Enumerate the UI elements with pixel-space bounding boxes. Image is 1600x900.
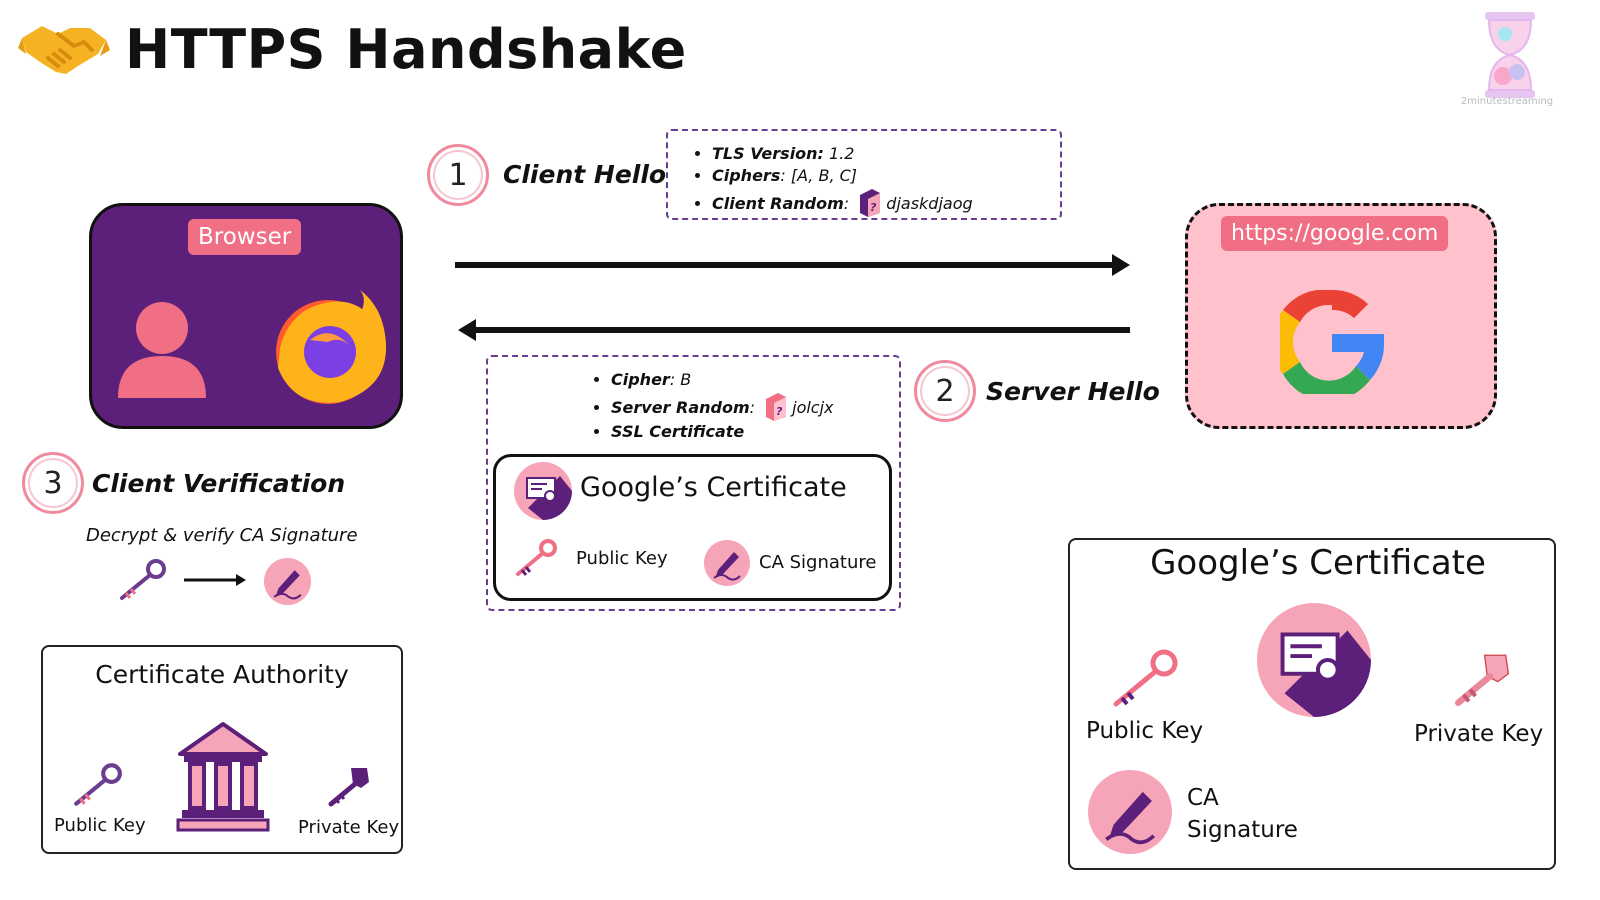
ciphers-key: Ciphers: [712, 166, 781, 185]
pen-signature-icon: [1088, 770, 1172, 854]
server-cert-title: Google’s Certificate: [580, 472, 847, 503]
ciphers-value: : [A, B, C]: [780, 166, 858, 185]
server-label: https://google.com: [1221, 216, 1449, 251]
private-key-icon: [1454, 654, 1510, 707]
certificate-icon: [514, 462, 572, 520]
key-icon: [516, 539, 557, 576]
client-hello-box: TLS Version: 1.2 Ciphers: [A, B, C] Clie…: [666, 129, 1062, 220]
tls-version-key: TLS Version:: [712, 144, 824, 163]
ca-title: Certificate Authority: [95, 660, 349, 689]
client-random-value: djaskdjaog: [886, 194, 973, 213]
hourglass-logo-icon: [1485, 12, 1535, 98]
gc-ca-line2: Signature: [1187, 817, 1298, 843]
key-icon: [1113, 649, 1178, 707]
ca-private-key: Private Key: [298, 817, 400, 838]
server-random-value: jolcjx: [792, 398, 834, 417]
gc-private-key: Private Key: [1414, 721, 1544, 747]
ca-public-key: Public Key: [54, 815, 146, 836]
gc-public-key: Public Key: [1086, 718, 1204, 744]
svg-text:?: ?: [776, 405, 783, 418]
server-cert-ca-signature: CA Signature: [759, 552, 877, 573]
private-key-icon: [328, 768, 369, 807]
pen-signature-icon: [704, 540, 750, 586]
key-icon: [74, 763, 122, 806]
gc-ca-line1: CA: [1187, 785, 1219, 811]
client-random-sep: :: [843, 194, 850, 213]
user-icon: [118, 302, 206, 398]
pen-signature-icon: [264, 558, 311, 605]
step-2-label: Server Hello: [986, 377, 1160, 406]
verification-caption: Decrypt & verify CA Signature: [86, 525, 358, 546]
cipher-key: Cipher: [611, 370, 670, 389]
arrow-right-icon: [184, 574, 246, 586]
server-random-key: Server Random: [611, 398, 750, 417]
svg-text:?: ?: [870, 201, 877, 214]
google-g-icon: [1280, 290, 1384, 394]
random-box-icon: ?: [860, 189, 881, 217]
server-cert-public-key: Public Key: [576, 548, 668, 569]
cipher-value: : B: [669, 370, 692, 389]
gc-title: Google’s Certificate: [1150, 543, 1486, 583]
page-title: HTTPS Handshake: [125, 18, 687, 81]
step-1-label: Client Hello: [503, 160, 667, 189]
logo-text: 2minutestreaming: [1460, 96, 1554, 107]
random-box-icon: ?: [766, 393, 787, 421]
browser-label: Browser: [188, 219, 302, 255]
certificate-icon: [1257, 603, 1371, 717]
bank-icon: [176, 722, 270, 832]
step-2-circle: 2: [914, 360, 976, 422]
tls-version-value: 1.2: [823, 144, 855, 163]
step-1-circle: 1: [427, 144, 489, 206]
ssl-certificate-key: SSL Certificate: [611, 422, 745, 441]
firefox-icon: [276, 290, 387, 404]
handshake-icon: [18, 26, 110, 74]
server-random-sep: :: [749, 398, 756, 417]
client-random-key: Client Random: [712, 194, 844, 213]
handshake-arrows: [455, 254, 1130, 341]
step-3-circle: 3: [22, 452, 84, 514]
step-3-label: Client Verification: [92, 469, 346, 498]
key-icon: [120, 559, 166, 600]
